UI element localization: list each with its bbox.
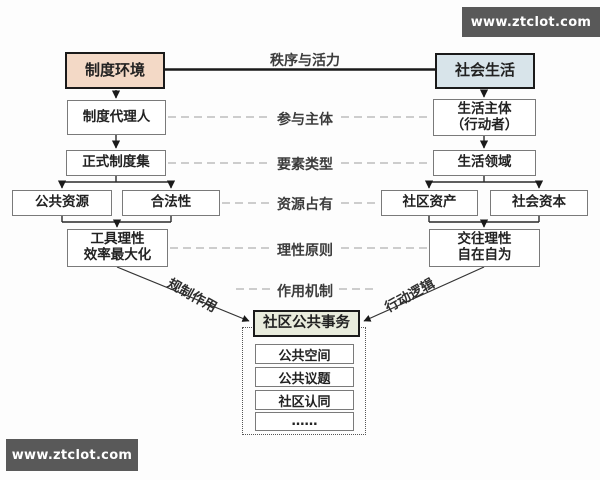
watermark-top-right: www.ztclot.com — [462, 7, 600, 37]
node-public-space: 公共空间 — [255, 344, 354, 364]
node-institution-environment: 制度环境 — [65, 52, 165, 89]
dashed-guides — [168, 116, 431, 290]
node-community-identity: 社区认同 — [255, 390, 354, 410]
axis-label-resource-holding: 资源占有 — [277, 197, 333, 213]
node-community-assets: 社区资产 — [381, 190, 478, 216]
node-public-resources: 公共资源 — [12, 190, 112, 216]
node-formal-institution-set: 正式制度集 — [66, 150, 166, 176]
node-public-issues: 公共议题 — [255, 367, 354, 387]
node-social-life: 社会生活 — [435, 53, 535, 89]
node-institution-agent: 制度代理人 — [67, 100, 166, 135]
node-life-subject: 生活主体 （行动者） — [433, 99, 536, 136]
node-social-capital: 社会资本 — [490, 190, 588, 216]
left-diagonal-line — [116, 266, 250, 322]
left-branch — [57, 176, 176, 189]
axis-label-participants: 参与主体 — [277, 112, 333, 128]
node-legitimacy: 合法性 — [122, 190, 220, 216]
axis-label-action-mechanism: 作用机制 — [277, 284, 333, 300]
left-merge — [61, 216, 172, 228]
node-ellipsis: …… — [255, 412, 354, 431]
right-merge — [428, 216, 540, 228]
axis-label-rationality-principle: 理性原则 — [277, 243, 333, 259]
node-communicative-rationality: 交往理性 自在自为 — [429, 229, 540, 267]
node-life-domain: 生活领域 — [433, 150, 536, 176]
watermark-bottom-left: www.ztclot.com — [6, 439, 138, 471]
vertical-arrows — [111, 89, 489, 149]
right-diagonal-line — [363, 266, 485, 322]
node-instrumental-rationality: 工具理性 效率最大化 — [67, 229, 168, 267]
right-branch — [424, 176, 544, 189]
edge-label-order-vitality: 秩序与活力 — [270, 53, 340, 69]
node-community-public-affairs: 社区公共事务 — [253, 310, 360, 337]
axis-label-element-type: 要素类型 — [277, 157, 333, 173]
